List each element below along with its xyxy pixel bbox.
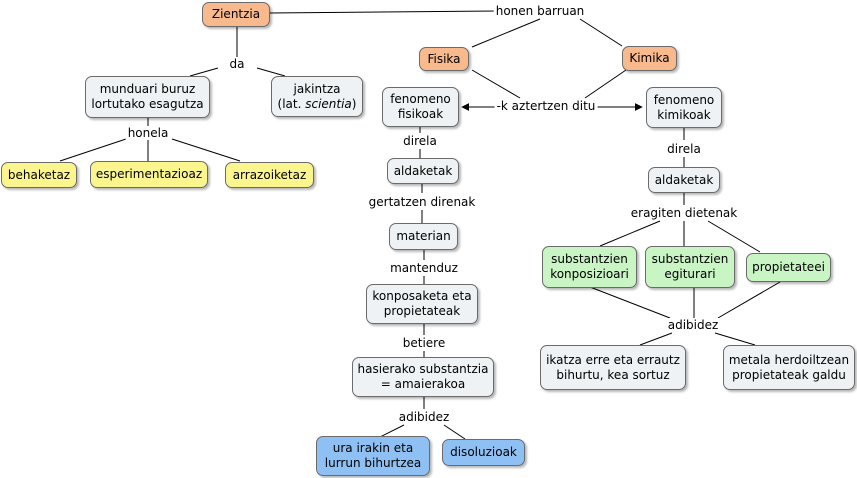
link-mantenduz: mantenduz [388, 261, 460, 275]
node-munduari-buruz[interactable]: munduari buruz lortutako esagutza [85, 76, 210, 118]
node-zientzia[interactable]: Zientzia [202, 2, 270, 27]
link-adibidez-fisika: adibidez [396, 410, 452, 424]
node-esperimentazioaz[interactable]: esperimentazioaz [90, 161, 208, 188]
node-fisika[interactable]: Fisika [419, 47, 469, 71]
node-disoluzioak-text: disoluzioak [450, 445, 517, 459]
node-aldaketak-fisika[interactable]: aldaketak [387, 158, 459, 184]
node-ikatza-erre-line2: bihurtu, kea sortuz [556, 367, 670, 382]
node-ura-irakin-line2: lurrun bihurtzea [324, 456, 422, 470]
link-honen-barruan: honen barruan [493, 4, 587, 18]
node-munduari-buruz-line2: lortutako esagutza [91, 97, 204, 111]
node-konposaketa-line2: propietateak [383, 304, 461, 318]
node-jakintza-line2: (lat. scientia) [278, 97, 357, 112]
node-materian[interactable]: materian [389, 223, 458, 250]
node-jakintza-lat: (lat. [277, 96, 306, 111]
node-esperimentazioaz-text: esperimentazioaz [95, 167, 203, 181]
node-zientzia-text: Zientzia [211, 7, 261, 21]
node-jakintza[interactable]: jakintza (lat. scientia) [271, 76, 363, 117]
node-substantzien-egiturari-line1: substantzien [651, 252, 729, 266]
node-fenomeno-kimikoak-line1: fenomeno [653, 92, 715, 107]
node-fenomeno-kimikoak[interactable]: fenomeno kimikoak [646, 87, 722, 128]
node-arrazoiketaz-text: arrazoiketaz [232, 167, 307, 182]
node-substantzien-egiturari[interactable]: substantzien egiturari [645, 246, 735, 288]
node-propietateei-text: propietateei [752, 260, 825, 274]
link-direla-fisika: direla [401, 134, 439, 148]
node-jakintza-line1: jakintza [293, 81, 341, 96]
node-ura-irakin-line1: ura irakin eta [332, 441, 414, 455]
link-gertatzen-direnak: gertatzen direnak [366, 195, 478, 209]
node-fenomeno-kimikoak-line2: kimikoak [657, 107, 711, 122]
node-fenomeno-fisikoak[interactable]: fenomeno fisikoak [382, 87, 459, 127]
node-fenomeno-fisikoak-line2: fisikoak [397, 107, 444, 121]
node-arrazoiketaz[interactable]: arrazoiketaz [225, 162, 314, 188]
node-substantzien-konposizioari-line2: konposizioari [550, 267, 629, 281]
node-substantzien-konposizioari-line1: substantzien [551, 252, 628, 266]
node-aldaketak-kimika[interactable]: aldaketak [648, 167, 720, 193]
node-kimika[interactable]: Kimika [622, 46, 677, 71]
link-direla-kimika: direla [665, 142, 703, 156]
node-ikatza-erre-line1: ikatza erre eta errautz [546, 352, 680, 367]
link-betiere: betiere [400, 336, 448, 350]
link-adibidez-kimika: adibidez [665, 318, 721, 332]
node-substantzien-konposizioari[interactable]: substantzien konposizioari [542, 246, 637, 288]
node-metala-herdoiltzean[interactable]: metala herdoiltzean propietateak galdu [723, 345, 855, 390]
node-konposaketa-line1: konposaketa eta [372, 289, 472, 303]
node-behaketaz-text: behaketaz [7, 167, 71, 182]
node-ura-irakin[interactable]: ura irakin eta lurrun bihurtzea [316, 436, 430, 476]
link-honela: honela [125, 126, 171, 140]
node-aldaketak-kimika-text: aldaketak [654, 172, 714, 187]
node-jakintza-scientia: scientia [305, 96, 352, 111]
node-metala-herdoiltzean-line1: metala herdoiltzean [728, 352, 850, 367]
node-materian-text: materian [396, 229, 451, 243]
node-jakintza-close: ) [351, 96, 357, 111]
node-hasierako-substantzia-line1: hasierako substantzia [357, 362, 489, 376]
node-disoluzioak[interactable]: disoluzioak [442, 439, 525, 466]
node-hasierako-substantzia[interactable]: hasierako substantzia = amaierakoa [352, 357, 494, 397]
link-da: da [227, 57, 247, 71]
node-konposaketa[interactable]: konposaketa eta propietateak [366, 284, 478, 324]
link-eragiten-dietenak: eragiten dietenak [628, 206, 740, 220]
node-fisika-text: Fisika [427, 51, 461, 66]
node-kimika-text: Kimika [629, 51, 670, 65]
node-behaketaz[interactable]: behaketaz [1, 162, 77, 188]
node-metala-herdoiltzean-line2: propietateak galdu [732, 367, 846, 382]
node-substantzien-egiturari-line2: egiturari [664, 267, 716, 281]
link-k-aztertzen-ditu: -k aztertzen ditu [494, 99, 598, 113]
node-ikatza-erre[interactable]: ikatza erre eta errautz bihurtu, kea sor… [540, 345, 686, 390]
node-hasierako-substantzia-line2: = amaierakoa [380, 377, 466, 391]
node-aldaketak-fisika-text: aldaketak [393, 163, 453, 178]
node-propietateei[interactable]: propietateei [746, 253, 831, 282]
node-munduari-buruz-line1: munduari buruz [99, 82, 196, 96]
node-fenomeno-fisikoak-line1: fenomeno [390, 92, 451, 106]
